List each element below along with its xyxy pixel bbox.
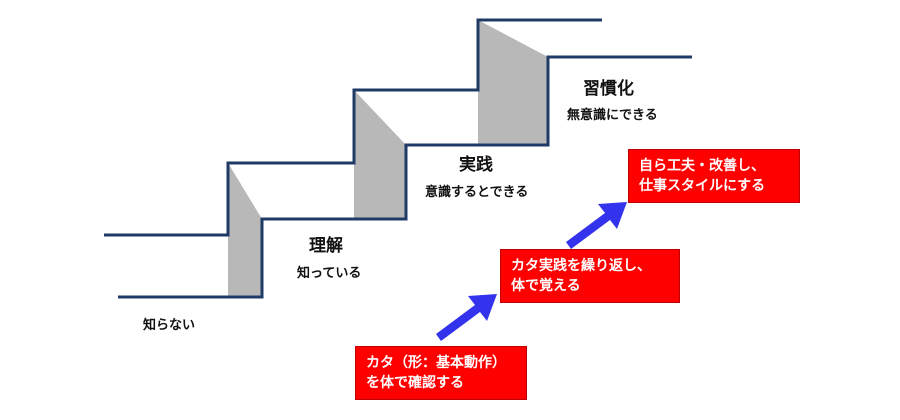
- step-box-1: カタ（形：基本動作） を体で確認する: [355, 346, 527, 400]
- stage-4-title: 習慣化: [583, 79, 634, 99]
- stage-3-sub: 意識するとできる: [425, 185, 529, 200]
- riser-shade-3: [478, 20, 548, 145]
- riser-shade-2: [354, 90, 406, 219]
- step-box-1-line2: を体で確認する: [366, 375, 464, 391]
- stage-2-sub: 知っている: [297, 266, 362, 281]
- step-box-3: 自ら工夫・改善し、 仕事スタイルにする: [628, 149, 800, 203]
- riser-shade-1: [228, 163, 262, 297]
- stair-back-outline: [104, 18, 602, 237]
- stage-1-sub: 知らない: [143, 318, 196, 333]
- arrow-2: [566, 202, 627, 249]
- stair-front-outline: [118, 55, 692, 299]
- step-box-2-line1: カタ実践を繰り返し、: [511, 258, 651, 274]
- stage-4-sub: 無意識にできる: [567, 108, 658, 123]
- stage-3-title: 実践: [459, 155, 493, 175]
- step-box-3-line2: 仕事スタイルにする: [639, 178, 766, 194]
- step-box-3-line1: 自ら工夫・改善し、: [639, 158, 765, 174]
- arrow-1: [436, 294, 497, 341]
- step-box-2-line2: 体で覚える: [511, 278, 581, 294]
- step-box-2: カタ実践を繰り返し、 体で覚える: [500, 249, 680, 303]
- step-box-1-line1: カタ（形：基本動作）: [366, 355, 506, 371]
- stage-2-title: 理解: [309, 236, 343, 256]
